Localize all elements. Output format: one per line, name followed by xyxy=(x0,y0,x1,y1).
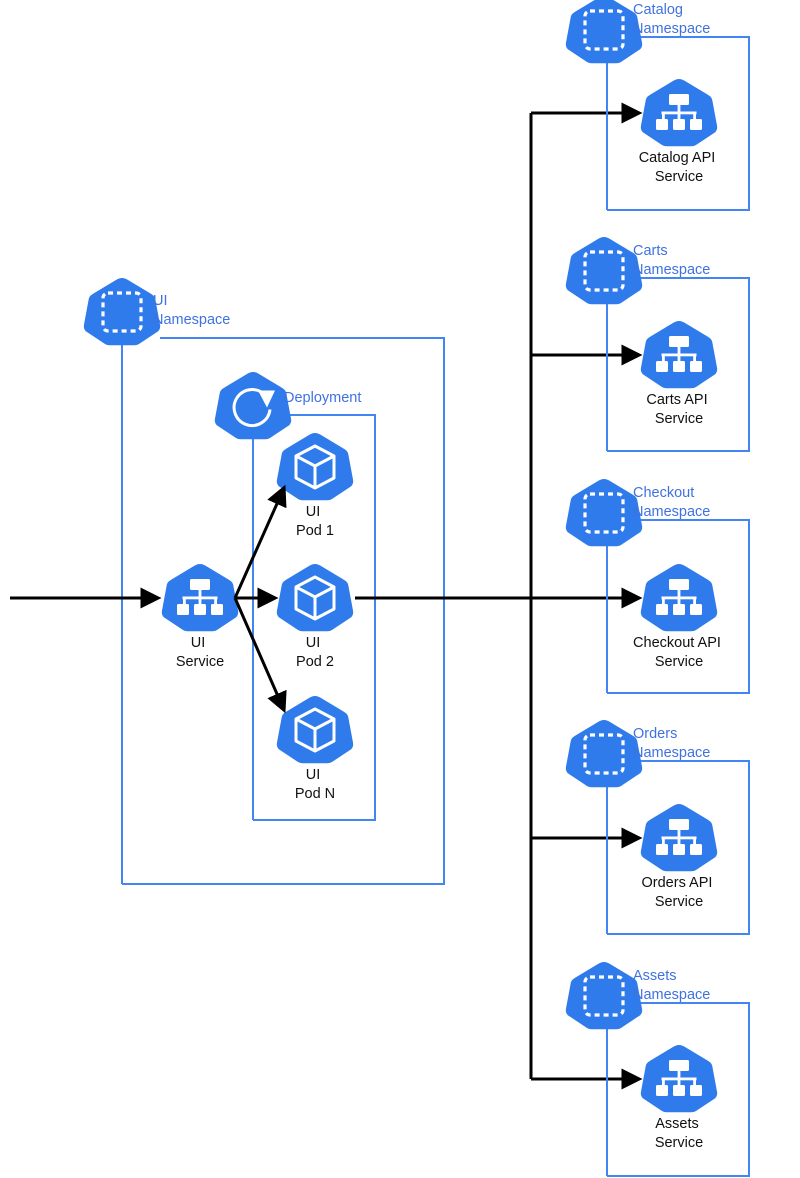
orders-api-service-label: Orders API Service xyxy=(642,875,717,910)
pod-icon[interactable] xyxy=(275,694,355,765)
carts-api-service-label: Carts API Service xyxy=(646,392,711,427)
namespace-icon[interactable] xyxy=(564,960,644,1031)
namespace-icon[interactable] xyxy=(564,718,644,789)
orders-namespace-group[interactable]: Orders Namespace Orders API Service xyxy=(564,718,750,935)
ui-service[interactable]: UI Service xyxy=(161,564,239,670)
ui-service-label: UI Service xyxy=(176,635,224,670)
ui-namespace-label: UI Namespace xyxy=(153,293,230,328)
carts-namespace-box xyxy=(607,277,750,452)
flow-connectors xyxy=(10,102,643,1090)
checkout-api-service[interactable]: Checkout API Service xyxy=(633,564,725,670)
pod-2-label: UI Pod 2 xyxy=(296,635,334,670)
service-icon[interactable] xyxy=(640,564,718,632)
service-icon[interactable] xyxy=(640,321,718,389)
namespace-icon[interactable] xyxy=(82,276,162,347)
pod-n[interactable]: UI Pod N xyxy=(275,694,355,802)
deployment-label: Deployment xyxy=(284,390,361,406)
catalog-namespace-group[interactable]: Catalog Namespace Catalog API Service xyxy=(564,0,750,211)
checkout-namespace-label: Checkout Namespace xyxy=(633,485,710,520)
service-icon[interactable] xyxy=(161,564,239,632)
catalog-api-service[interactable]: Catalog API Service xyxy=(639,79,720,185)
pod-n-label: UI Pod N xyxy=(295,767,335,802)
deployment-box xyxy=(253,414,376,821)
assets-service-label: Assets Service xyxy=(655,1116,703,1151)
catalog-api-service-label: Catalog API Service xyxy=(639,150,720,185)
assets-service[interactable]: Assets Service xyxy=(640,1045,718,1151)
service-icon[interactable] xyxy=(640,804,718,872)
assets-namespace-label: Assets Namespace xyxy=(633,968,710,1003)
carts-namespace-group[interactable]: Carts Namespace Carts API Service xyxy=(564,235,750,452)
namespace-icon[interactable] xyxy=(564,0,644,65)
orders-api-service[interactable]: Orders API Service xyxy=(640,804,718,910)
pod-icon[interactable] xyxy=(275,562,355,633)
catalog-namespace-box xyxy=(607,36,750,211)
ui-namespace-group[interactable]: UI Namespace Deployment UI Pod 1 xyxy=(82,276,445,885)
checkout-namespace-group[interactable]: Checkout Namespace Checkout API Service xyxy=(564,477,750,694)
orders-namespace-box xyxy=(607,760,750,935)
service-icon[interactable] xyxy=(640,1045,718,1113)
assets-namespace-box xyxy=(607,1002,750,1177)
catalog-namespace-label: Catalog Namespace xyxy=(633,2,710,37)
ui-namespace-box xyxy=(122,337,445,885)
namespace-icon[interactable] xyxy=(564,235,644,306)
service-to-pod-n-arrow xyxy=(233,597,287,714)
checkout-api-service-label: Checkout API Service xyxy=(633,635,725,670)
namespace-icon[interactable] xyxy=(564,477,644,548)
deployment-icon[interactable] xyxy=(213,370,293,441)
checkout-namespace-box xyxy=(607,519,750,694)
carts-namespace-label: Carts Namespace xyxy=(633,243,710,278)
assets-namespace-group[interactable]: Assets Namespace Assets Service xyxy=(564,960,750,1177)
pod-2[interactable]: UI Pod 2 xyxy=(275,562,355,670)
pod-1-label: UI Pod 1 xyxy=(296,504,334,539)
orders-namespace-label: Orders Namespace xyxy=(633,726,710,761)
pod-icon[interactable] xyxy=(275,431,355,502)
deployment-group[interactable]: Deployment UI Pod 1 UI Pod 2 xyxy=(213,370,376,821)
carts-api-service[interactable]: Carts API Service xyxy=(640,321,718,427)
pod-1[interactable]: UI Pod 1 xyxy=(275,431,355,539)
service-to-pod-1-arrow xyxy=(233,484,287,599)
service-icon[interactable] xyxy=(640,79,718,147)
